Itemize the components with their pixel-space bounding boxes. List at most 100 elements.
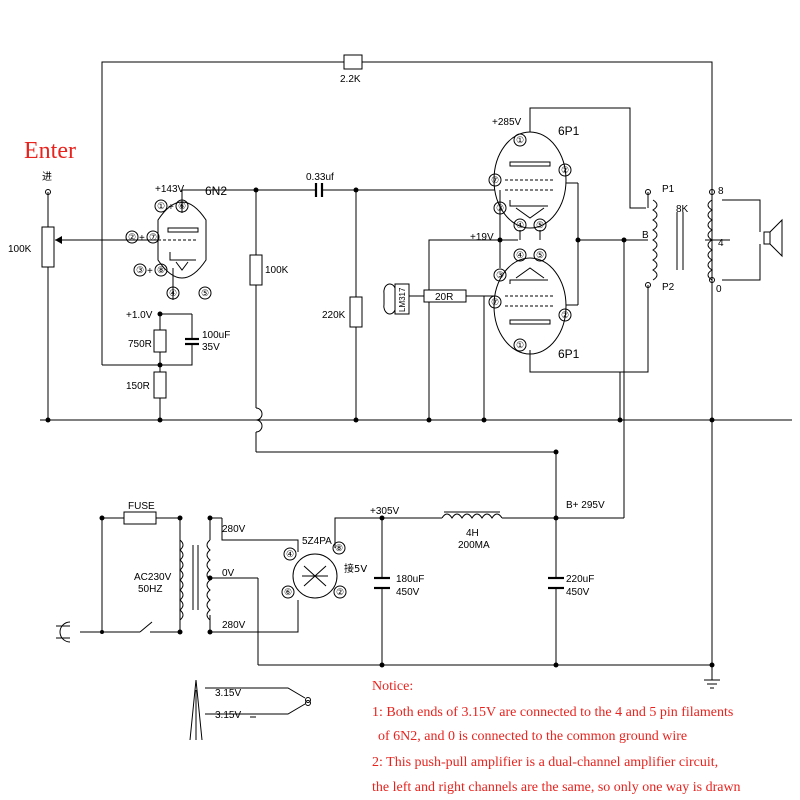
svg-text:AC230V: AC230V [134, 572, 172, 583]
resistor-plate-100k [249, 254, 263, 286]
notice-title: Notice: [372, 679, 413, 694]
resistor-220k [349, 296, 363, 328]
power-plug-icon [56, 621, 71, 643]
svg-text:②: ② [336, 587, 344, 597]
label-220k: 220K [322, 310, 346, 321]
svg-text:3.15V: 3.15V [215, 688, 241, 699]
input-potentiometer [41, 226, 55, 268]
svg-text:⑧: ⑧ [157, 265, 165, 275]
choke-4h [441, 511, 503, 519]
label-150r: 150R [126, 381, 150, 392]
svg-text:B+ 295V: B+ 295V [566, 500, 605, 511]
filament-coil-icon [189, 679, 203, 741]
resistor-20r [423, 289, 467, 303]
svg-text:4: 4 [718, 238, 724, 249]
svg-text:4H: 4H [466, 528, 479, 539]
tube-6p1-upper [493, 131, 567, 229]
svg-text:①: ① [516, 340, 524, 350]
label-6p1-top: 6P1 [558, 124, 580, 138]
label-750r: 750R [128, 339, 152, 350]
svg-text:220uF: 220uF [566, 574, 594, 585]
label-35v: 35V [202, 342, 220, 353]
tube-6p1-lower [493, 257, 567, 355]
input-label-cn: 进 [42, 171, 52, 183]
pins-6p1-upper: ① ⑦ ② ③ ④ ⑤ [488, 133, 572, 232]
junctions [45, 187, 715, 668]
notice-block: Notice: 1: Both ends of 3.15V are connec… [372, 679, 741, 795]
svg-text:8: 8 [718, 186, 724, 197]
label-1v: +1.0V [126, 310, 153, 321]
svg-text:④: ④ [516, 250, 524, 260]
svg-text:8K: 8K [676, 204, 689, 215]
svg-text:50HZ: 50HZ [138, 584, 162, 595]
svg-text:⑥: ⑥ [178, 201, 186, 211]
svg-text:3.15V: 3.15V [215, 710, 241, 721]
svg-text:②: ② [561, 310, 569, 320]
ground-icon [704, 679, 720, 689]
notice-line-4: the left and right channels are the same… [372, 780, 741, 795]
svg-text:⑤: ⑤ [536, 250, 544, 260]
resistor-750r [153, 329, 167, 353]
label-pot-100k: 100K [8, 244, 32, 255]
fuse [123, 511, 157, 525]
svg-text:①: ① [157, 201, 165, 211]
svg-text:450V: 450V [396, 587, 420, 598]
label-6n2: 6N2 [205, 184, 227, 198]
svg-text:①: ① [516, 135, 524, 145]
label-20r: 20R [435, 292, 453, 303]
capacitor-100uf [185, 330, 199, 352]
svg-text:+: + [168, 202, 174, 213]
svg-text:+: + [147, 266, 153, 277]
rectifier-5z4pa [292, 553, 338, 599]
label-plate-100k: 100K [265, 265, 289, 276]
svg-text:0V: 0V [222, 568, 235, 579]
label-2k2: 2.2K [340, 74, 361, 85]
svg-text:⑦: ⑦ [491, 297, 499, 307]
svg-text:⑥: ⑥ [284, 587, 292, 597]
power-switch [139, 621, 153, 633]
output-transformer [652, 199, 713, 281]
label-285v: +285V [492, 117, 522, 128]
svg-text:200MA: 200MA [458, 540, 490, 551]
capacitor-180uf [374, 576, 390, 590]
svg-text:FUSE: FUSE [128, 501, 155, 512]
svg-text:接5V: 接5V [344, 562, 367, 575]
svg-text:③: ③ [496, 270, 504, 280]
pins-6p1-lower: ④ ⑤ ③ ⑦ ② ① [488, 248, 572, 352]
resistor-2k2 [343, 54, 363, 70]
svg-text:+305V: +305V [370, 506, 400, 517]
label-033uf: 0.33uf [306, 172, 334, 183]
label-19v: +19V [470, 232, 494, 243]
svg-text:⑤: ⑤ [536, 220, 544, 230]
tube-6n2 [157, 201, 207, 279]
svg-text:④: ④ [286, 549, 294, 559]
svg-text:④: ④ [516, 220, 524, 230]
svg-text:5Z4PA: 5Z4PA [302, 536, 332, 547]
svg-text:③: ③ [496, 203, 504, 213]
pins-6n2: ① + ⑥ ② + ⑦ ③ + ⑧ ④ ⑤ [125, 199, 212, 300]
svg-text:⑤: ⑤ [201, 288, 209, 298]
wiring [40, 61, 792, 715]
label-lm317: LM317 [398, 287, 407, 312]
notice-line-2: of 6N2, and 0 is connected to the common… [378, 729, 687, 744]
label-6p1-bottom: 6P1 [558, 347, 580, 361]
capacitor-033uf [314, 183, 324, 197]
svg-text:+: + [139, 233, 145, 244]
svg-text:⑦: ⑦ [491, 175, 499, 185]
label-100uf: 100uF [202, 330, 230, 341]
notice-line-3: 2: This push-pull amplifier is a dual-ch… [372, 755, 718, 770]
svg-text:280V: 280V [222, 524, 246, 535]
ground-icon [248, 713, 258, 718]
svg-text:④: ④ [169, 288, 177, 298]
resistor-150r [153, 371, 167, 399]
enter-label: Enter [24, 138, 76, 164]
capacitor-220uf [548, 576, 564, 590]
pot-wiper-arrow [55, 236, 62, 244]
svg-text:0: 0 [716, 284, 722, 295]
svg-text:180uF: 180uF [396, 574, 424, 585]
power-transformer [179, 539, 211, 621]
svg-text:⑧: ⑧ [335, 543, 343, 553]
svg-text:B: B [642, 230, 649, 241]
speaker-icon [763, 218, 783, 258]
